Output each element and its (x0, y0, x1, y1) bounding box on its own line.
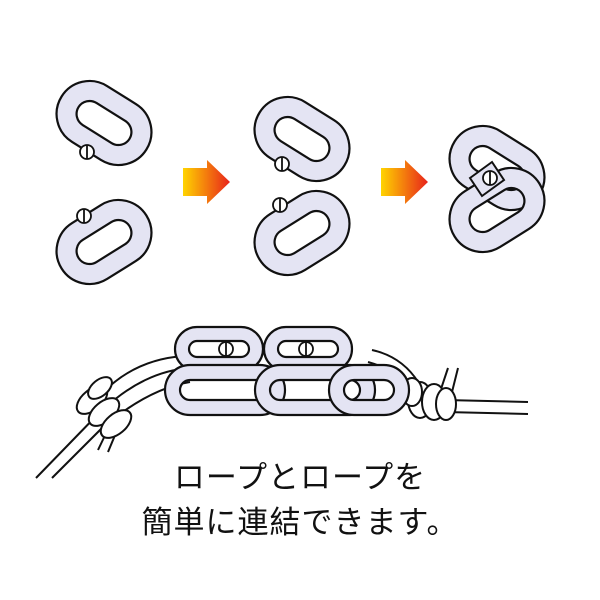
arrow-right-icon (381, 160, 428, 204)
arrow-right-icon (183, 160, 230, 204)
chain-link-icon (43, 186, 165, 298)
rope-knot-icon (75, 376, 133, 439)
chain-link-icon (173, 325, 265, 373)
chain-link-icon (241, 177, 363, 289)
screw-icon (76, 208, 92, 224)
screw-icon (482, 170, 498, 186)
caption-line-2: 簡単に連結できます。 (141, 505, 459, 541)
chain-link-icon (327, 363, 411, 417)
chain-lower (163, 363, 411, 417)
screw-icon (272, 197, 288, 213)
caption-line-1: ロープとロープを (173, 460, 427, 496)
screw-icon (274, 156, 290, 172)
step-interlocked-link (436, 112, 558, 266)
step-separated-links (43, 67, 165, 298)
screw-icon (79, 144, 95, 160)
screw-icon (298, 341, 314, 357)
chain-link-icon (43, 67, 165, 179)
rope-knot-icon (401, 377, 457, 421)
chain-link-icon (241, 83, 363, 195)
rope-assembly (35, 325, 529, 479)
screw-icon (218, 341, 234, 357)
step-joined-links (241, 83, 363, 289)
